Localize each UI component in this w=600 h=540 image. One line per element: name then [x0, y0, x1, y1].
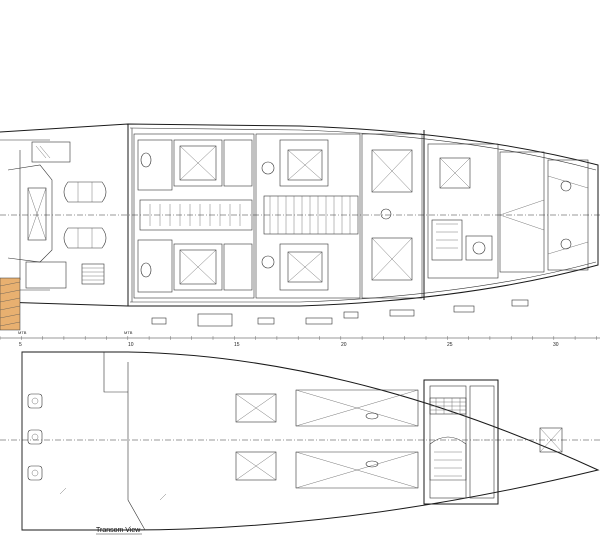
frame-label-15: 15	[234, 342, 240, 348]
aft-cockpit	[7, 141, 107, 289]
frame-label-5: 5	[19, 342, 22, 348]
mtb-label-fwd: MTB	[124, 330, 133, 335]
guest-cabins	[133, 133, 255, 299]
frame-label-10: 10	[128, 342, 134, 348]
central-corridor	[255, 133, 361, 299]
deck-hull-outline	[21, 351, 600, 531]
deckhouse	[423, 379, 499, 505]
crew-and-galley	[427, 143, 589, 279]
accommodation-hull-inner	[129, 127, 597, 303]
forward-cabins	[361, 130, 425, 300]
swim-platform-hatch	[0, 277, 21, 331]
frame-label-30: 30	[553, 342, 559, 348]
transom-fittings	[27, 393, 43, 481]
forward-hatch	[539, 427, 563, 453]
frame-label-20: 20	[341, 342, 347, 348]
deck-hatch-row	[151, 299, 529, 327]
frame-ruler: 5 10 15 20 25 30 MTB MTB	[0, 330, 600, 348]
frame-label-25: 25	[447, 342, 453, 348]
transom-view-title: Transom View	[96, 527, 141, 534]
accommodation-plan: 5 10 15 20 25 30 MTB MTB	[0, 123, 600, 348]
skylights	[235, 389, 419, 489]
mtb-label-aft: MTB	[18, 330, 27, 335]
deck-plan: Transom View	[0, 351, 600, 535]
